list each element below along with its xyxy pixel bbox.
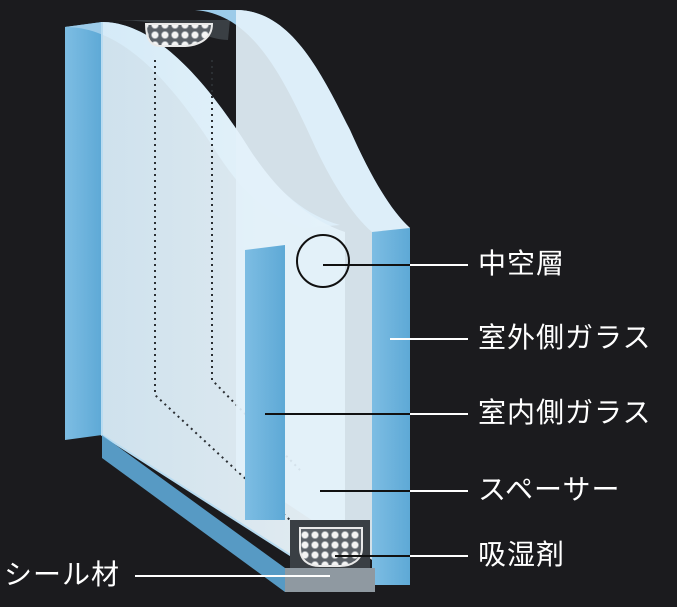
air-layer-marker [296, 234, 350, 288]
label-desiccant: 吸湿剤 [478, 538, 566, 571]
sealant-bottom [285, 568, 375, 592]
desiccant-bottom [299, 527, 363, 567]
label-inner-glass: 室内側ガラス [478, 396, 652, 429]
back-pane-left-edge [65, 22, 102, 440]
label-sealant: シール材 [4, 558, 121, 591]
leader-lines [135, 264, 468, 577]
outer-glass-edge [372, 228, 410, 585]
label-air-layer: 中空層 [478, 247, 566, 280]
label-outer-glass: 室外側ガラス [478, 321, 652, 354]
front-pane [195, 10, 410, 585]
desiccant-top [144, 23, 214, 47]
inner-glass-edge [245, 245, 285, 520]
label-spacer: スペーサー [478, 473, 621, 506]
bottom-assembly [102, 435, 375, 592]
